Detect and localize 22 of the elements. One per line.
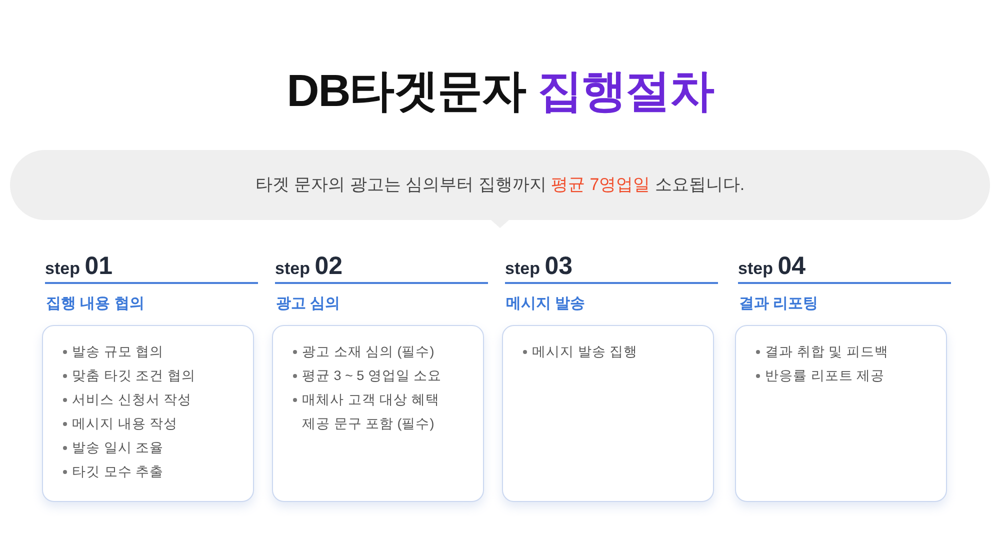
list-item: 서비스 신청서 작성 xyxy=(72,391,192,409)
list-item: 맞춤 타깃 조건 협의 xyxy=(72,367,196,385)
step-heading: step 04 xyxy=(738,251,806,282)
step-title: 결과 리포팅 xyxy=(739,294,818,314)
list-item: 메시지 내용 작성 xyxy=(72,415,178,433)
list-item: 반응률 리포트 제공 xyxy=(765,367,885,385)
list-item: 발송 일시 조율 xyxy=(72,439,164,457)
step-heading: step 01 xyxy=(45,251,112,282)
title: DB타겟문자 집행절차 xyxy=(286,64,714,118)
step-title: 집행 내용 협의 xyxy=(46,294,144,314)
list-item: 타깃 모수 추출 xyxy=(72,463,164,481)
list-item: 발송 규모 협의 xyxy=(72,343,164,361)
list-item: 결과 취합 및 피드백 xyxy=(765,343,888,361)
step-heading: step 03 xyxy=(505,251,572,282)
list-item: 광고 소재 심의 (필수) xyxy=(302,343,434,361)
step-heading: step 02 xyxy=(275,251,342,282)
list-item: 평균 3 ~ 5 영업일 소요 xyxy=(302,367,442,385)
speech-bubble: 타겟 문자의 광고는 심의부터 집행까지 평균 7영업일 소요됩니다. xyxy=(10,150,990,228)
step-title: 메시지 발송 xyxy=(506,294,586,314)
list-item: 메시지 발송 집행 xyxy=(532,343,638,361)
step-title: 광고 심의 xyxy=(276,294,340,314)
list-item: 매체사 고객 대상 혜택 제공 문구 포함 (필수) xyxy=(302,391,440,433)
